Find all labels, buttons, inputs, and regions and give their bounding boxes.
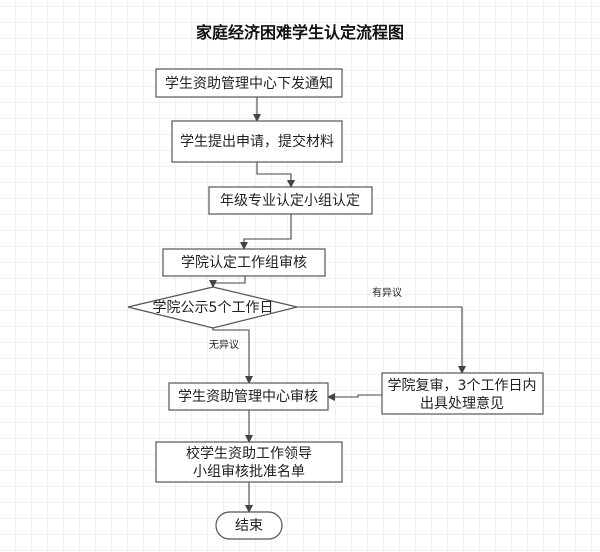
decision-publicity: 学院公示5个工作日	[127, 286, 298, 329]
node-college-recheck-line2: 出具处理意见	[420, 395, 504, 412]
edge-decision-n6	[297, 306, 466, 374]
node-leadership-approval: 校学生资助工作领导 小组审核批准名单	[155, 441, 343, 483]
terminal-end: 结束	[215, 511, 283, 540]
node-center-review: 学生资助管理中心审核	[168, 382, 329, 411]
diagram-title: 家庭经济困难学生认定流程图	[196, 23, 404, 42]
node-center-review-label: 学生资助管理中心审核	[178, 389, 318, 405]
decision-publicity-label: 学院公示5个工作日	[153, 300, 274, 316]
node-apply: 学生提出申请，提交材料	[171, 120, 343, 163]
edge-n3-n4	[240, 214, 292, 250]
node-apply-label: 学生提出申请，提交材料	[180, 133, 334, 150]
node-grade-review-label: 年级专业认定小组认定	[220, 193, 360, 209]
edge-n6-n5	[327, 393, 382, 401]
node-notice-label: 学生资助管理中心下发通知	[165, 75, 333, 92]
terminal-end-label: 结束	[235, 518, 263, 534]
node-grade-review: 年级专业认定小组认定	[208, 186, 373, 215]
node-notice: 学生资助管理中心下发通知	[155, 68, 343, 98]
node-leadership-approval-line2: 小组审核批准名单	[193, 464, 305, 480]
edge-n2-n3	[256, 162, 295, 188]
edge-label-objection: 有异议	[372, 286, 402, 299]
edge-n4-decision	[209, 276, 246, 288]
node-college-review-label: 学院认定工作组审核	[181, 255, 307, 271]
node-college-recheck: 学院复审，3个工作日内 出具处理意见	[381, 372, 544, 415]
edge-decision-n5	[212, 328, 253, 384]
edge-label-no-objection: 无异议	[209, 339, 239, 351]
node-college-recheck-line1: 学院复审，3个工作日内	[388, 377, 537, 394]
node-college-review: 学院认定工作组审核	[162, 248, 326, 277]
node-leadership-approval-line1: 校学生资助工作领导	[186, 445, 312, 462]
